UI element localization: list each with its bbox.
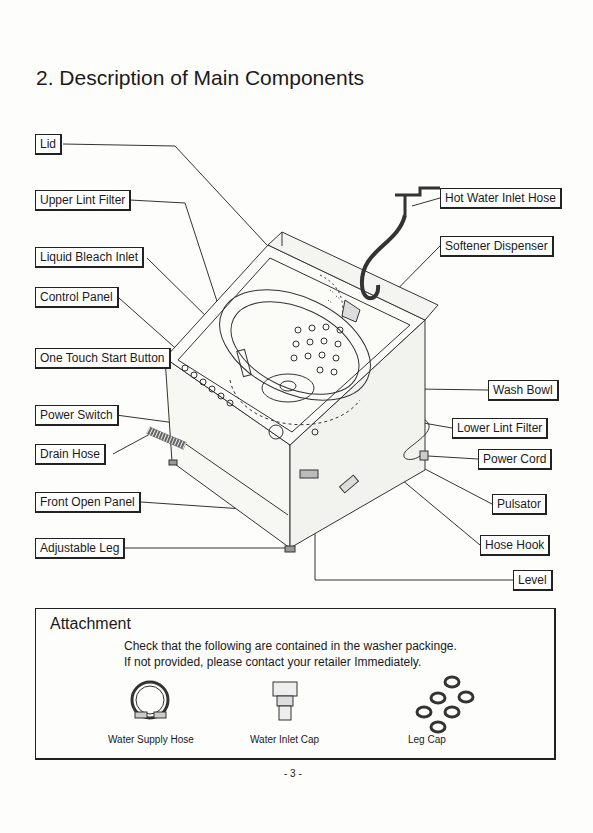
page-number: - 3 -	[284, 768, 302, 779]
part-name: One Touch Start Button	[40, 351, 165, 365]
panel-heading: Attachment	[50, 615, 131, 633]
pulsator	[262, 374, 314, 402]
part-name: Upper Lint Filter	[40, 193, 125, 207]
panel-note: Check that the following are contained i…	[124, 639, 457, 653]
part-label-box: Lid	[35, 134, 62, 155]
part-name: Lid	[40, 137, 56, 151]
part-label-box: Lower Lint Filter	[452, 418, 548, 439]
part-label-box: Liquid Bleach Inlet	[35, 247, 144, 268]
part-label-box: Front Open Panel	[35, 492, 141, 513]
water-inlet-cap	[277, 696, 293, 706]
softener-dispenser	[342, 300, 360, 322]
hose-connector	[135, 712, 147, 718]
pulsator-hub	[280, 381, 296, 391]
part-label-box: Hot Water Inlet Hose	[440, 188, 562, 209]
part-name: Power Switch	[40, 408, 113, 422]
rating-sticker	[340, 475, 359, 493]
part-name: Lower Lint Filter	[457, 421, 542, 435]
control-buttons	[182, 365, 233, 406]
water-inlet-cap	[279, 706, 291, 720]
part-name: Power Cord	[483, 452, 546, 466]
part-name: Liquid Bleach Inlet	[40, 250, 138, 264]
drain-hose-ribs	[148, 430, 185, 446]
part-label-box: Upper Lint Filter	[35, 190, 131, 211]
leader-line	[113, 434, 150, 454]
part-label-box: Pulsator	[492, 494, 547, 515]
leader-line	[428, 456, 478, 459]
page-title: 2. Description of Main Components	[36, 66, 364, 90]
part-name: Control Panel	[40, 290, 113, 304]
washer-top-face	[165, 245, 425, 445]
panel-note: If not provided, please contact your ret…	[124, 655, 421, 669]
part-name: Hose Hook	[485, 538, 544, 552]
part-label-box: Adjustable Leg	[35, 538, 125, 559]
part-name: Front Open Panel	[40, 495, 135, 509]
upper-lint-filter	[237, 349, 251, 376]
water-supply-hose	[132, 682, 168, 718]
front-panel-seam	[180, 440, 288, 515]
inlet-hose	[362, 215, 405, 298]
part-label-box: Control Panel	[35, 287, 119, 308]
bowl-holes	[291, 324, 343, 375]
part-label-box: Power Switch	[35, 405, 119, 426]
bowl-hidden-edge	[230, 380, 360, 425]
power-cord	[404, 420, 429, 459]
part-label-box: Drain Hose	[35, 444, 106, 465]
hose-connector	[154, 712, 166, 718]
part-label-box: Level	[513, 570, 553, 591]
part-name: Adjustable Leg	[40, 541, 119, 555]
faucet	[395, 188, 440, 215]
part-label-box: Power Cord	[478, 449, 552, 470]
front-open-panel	[300, 470, 318, 478]
attachment-name: Water Supply Hose	[108, 734, 194, 745]
water-inlet-cap	[273, 682, 297, 696]
spray-marks	[328, 290, 340, 303]
attachment-name: Water Inlet Cap	[250, 734, 319, 745]
part-name: Drain Hose	[40, 447, 100, 461]
part-label-box: Hose Hook	[480, 535, 550, 556]
bowl-hidden-edge	[320, 275, 343, 320]
part-label-box: Softener Dispenser	[440, 236, 554, 257]
part-name: Pulsator	[497, 497, 541, 511]
part-name: Hot Water Inlet Hose	[445, 191, 556, 205]
adjustable-leg	[169, 460, 177, 465]
wash-bowl-inner	[216, 283, 373, 413]
part-name: Level	[518, 573, 547, 587]
part-label-box: One Touch Start Button	[35, 348, 171, 369]
level-indicator	[312, 429, 318, 435]
power-switch	[269, 425, 283, 439]
part-label-box: Wash Bowl	[488, 380, 559, 401]
attachment-name: Leg Cap	[408, 734, 446, 745]
part-name: Softener Dispenser	[445, 239, 548, 253]
leader-line	[412, 198, 440, 206]
wash-bowl-rim	[202, 268, 388, 423]
water-supply-hose	[136, 686, 164, 714]
leg-caps	[417, 677, 473, 732]
part-name: Wash Bowl	[493, 383, 553, 397]
power-plug	[420, 451, 428, 460]
adjustable-leg	[285, 546, 295, 552]
leader-line	[123, 548, 288, 549]
console-line	[282, 232, 283, 246]
drain-hose	[148, 430, 185, 446]
